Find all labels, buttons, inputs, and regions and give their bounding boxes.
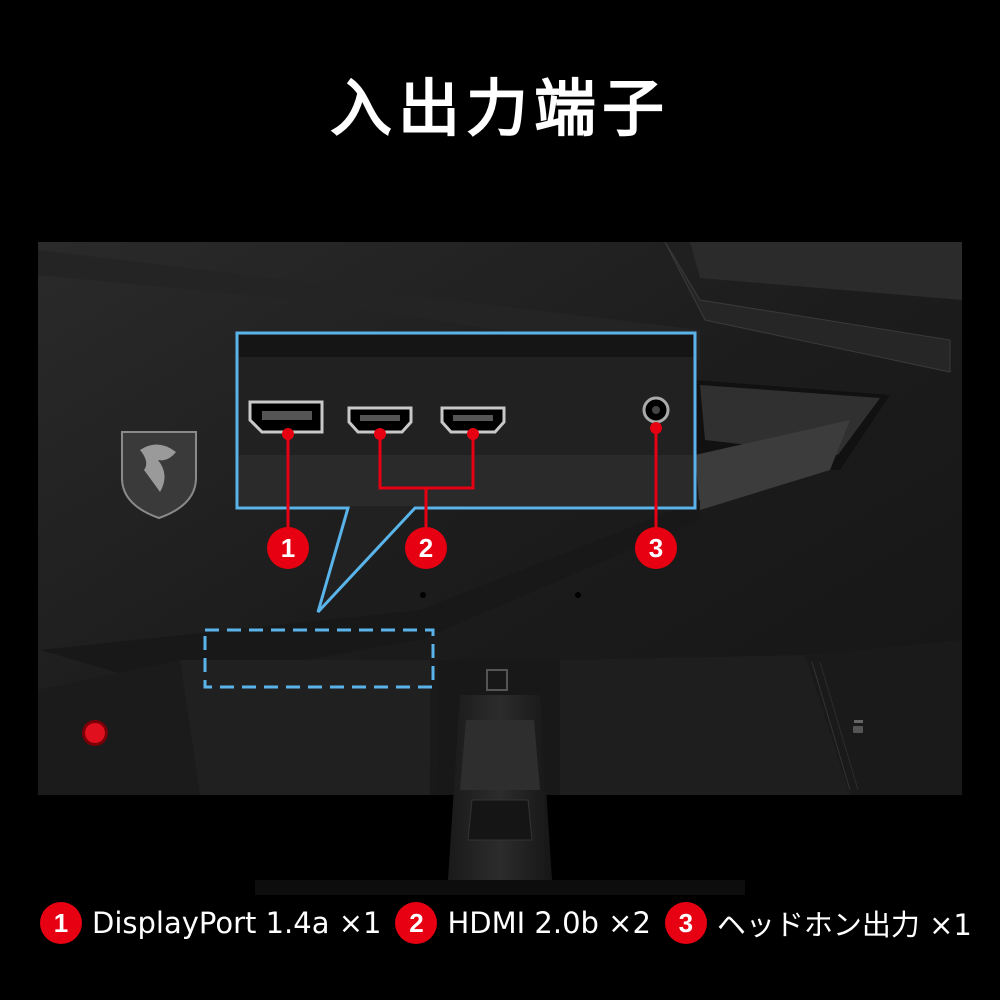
legend-item-headphone: 3 ヘッドホン出力 ×1 bbox=[664, 902, 972, 944]
legend-label-hdmi: HDMI 2.0b ×2 bbox=[447, 906, 651, 940]
callout-badge-2: 2 bbox=[405, 527, 447, 569]
hdmi-connector-1 bbox=[347, 406, 413, 434]
legend-item-displayport: 1 DisplayPort 1.4a ×1 bbox=[40, 902, 381, 944]
callout-number-3: 3 bbox=[649, 533, 663, 563]
hdmi-connector-2 bbox=[440, 406, 506, 434]
callout-badge-3: 3 bbox=[635, 527, 677, 569]
monitor-back-panel bbox=[38, 241, 962, 795]
displayport-connector bbox=[248, 400, 324, 434]
vesa-hole bbox=[420, 592, 426, 598]
headphone-jack bbox=[642, 396, 670, 424]
callout-number-2: 2 bbox=[419, 533, 433, 563]
vesa-hole bbox=[575, 592, 581, 598]
callout-badge-1: 1 bbox=[267, 527, 309, 569]
legend-badge-1: 1 bbox=[40, 902, 82, 944]
page-title: 入出力端子 bbox=[329, 72, 670, 145]
port-area-highlight bbox=[203, 628, 435, 689]
port-zoom-callout bbox=[235, 331, 697, 614]
callout-dots bbox=[282, 422, 662, 440]
msi-dragon-logo bbox=[121, 431, 197, 520]
legend-item-hdmi: 2 HDMI 2.0b ×2 bbox=[395, 902, 651, 944]
legend-badge-3: 3 bbox=[664, 902, 707, 944]
port-legend: 1 DisplayPort 1.4a ×1 2 HDMI 2.0b ×2 3 ヘ… bbox=[40, 898, 986, 948]
power-button bbox=[82, 720, 108, 746]
legend-label-headphone: ヘッドホン出力 ×1 bbox=[716, 908, 972, 942]
legend-badge-2: 2 bbox=[395, 902, 438, 944]
monitor-stand bbox=[255, 660, 745, 895]
callout-number-1: 1 bbox=[281, 533, 295, 563]
legend-label-displayport: DisplayPort 1.4a ×1 bbox=[92, 906, 382, 940]
lock-slot bbox=[853, 720, 863, 733]
